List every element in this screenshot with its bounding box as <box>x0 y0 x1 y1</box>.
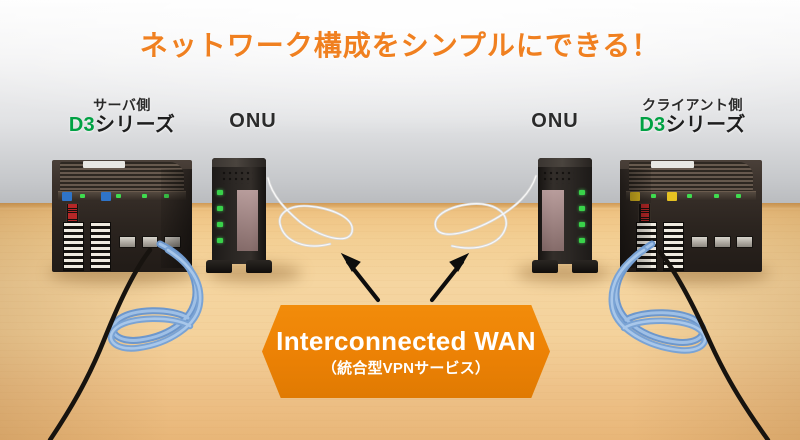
plc-module-tab-yellow-1 <box>629 191 640 201</box>
headline-text: ネットワーク構成をシンプルにできる！ <box>139 30 661 61</box>
onu-right-device <box>532 158 598 273</box>
label-onu-left-text: ONU <box>229 110 277 132</box>
plc-connector-3 <box>736 236 754 249</box>
onu-stand-foot-right <box>246 260 272 273</box>
label-server-series: シリーズ <box>94 113 176 136</box>
plc-connector-2 <box>141 236 159 249</box>
plc-module-tab-yellow-2 <box>666 191 677 201</box>
onu-ventilation-dots <box>542 170 575 184</box>
label-server-brand: D3 <box>68 113 95 136</box>
plc-status-led-3 <box>141 193 147 198</box>
plc-side-shading <box>620 168 652 268</box>
plc-side-shading <box>161 168 192 268</box>
plc-status-led-1 <box>80 193 85 198</box>
label-client-brand: D3 <box>639 113 666 136</box>
banner-title: Interconnected WAN <box>276 325 536 356</box>
plc-connector-1 <box>119 236 136 249</box>
plc-terminal-block-2 <box>89 221 111 271</box>
label-server-sub: サーバ側 <box>93 97 151 113</box>
onu-ventilation-dots <box>221 170 254 184</box>
plc-status-led-2 <box>116 193 122 198</box>
onu-left-device <box>206 158 272 273</box>
label-server-side: サーバ側 D3シリーズ <box>42 97 202 136</box>
client-d3-controller <box>620 160 762 272</box>
label-onu-right-text: ONU <box>531 110 579 132</box>
plc-status-led-4 <box>164 193 169 198</box>
plc-top-label <box>82 161 125 168</box>
label-onu-right: ONU <box>500 110 610 132</box>
plc-led-indicator-strip <box>66 202 79 228</box>
plc-status-led-2 <box>686 193 692 198</box>
plc-status-led-4 <box>736 193 742 198</box>
onu-top-face <box>538 158 592 167</box>
plc-terminal-block-1 <box>63 221 85 271</box>
onu-led-indicators <box>217 190 224 254</box>
plc-status-led-1 <box>651 193 657 198</box>
onu-top-face <box>212 158 266 167</box>
plc-terminal-block-2 <box>662 221 684 271</box>
plc-module-tab-blue-1 <box>61 191 72 201</box>
desk-back-edge <box>0 203 800 209</box>
plc-top-label <box>651 161 694 168</box>
server-d3-controller <box>52 160 192 272</box>
onu-led-indicators <box>579 190 586 254</box>
plc-connector-1 <box>691 236 709 249</box>
plc-status-led-3 <box>713 193 719 198</box>
onu-stand-foot-left <box>532 260 558 273</box>
label-client-main: D3シリーズ <box>600 114 785 136</box>
plc-module-header-bar <box>57 191 187 202</box>
plc-module-tab-blue-2 <box>101 191 111 201</box>
onu-front-panel <box>542 189 564 252</box>
onu-front-panel <box>236 189 259 252</box>
label-server-main: D3シリーズ <box>42 114 202 136</box>
plc-connector-2 <box>713 236 731 249</box>
banner-subtitle: （統合型VPNサービス） <box>321 359 491 377</box>
label-onu-left: ONU <box>198 110 308 132</box>
label-client-sub: クライアント側 <box>642 97 743 113</box>
onu-stand-foot-left <box>206 260 232 273</box>
onu-stand-foot-right <box>572 260 598 273</box>
label-client-series: シリーズ <box>665 113 746 136</box>
interconnected-wan-banner: Interconnected WAN （統合型VPNサービス） <box>262 305 550 398</box>
label-client-side: クライアント側 D3シリーズ <box>600 97 785 136</box>
